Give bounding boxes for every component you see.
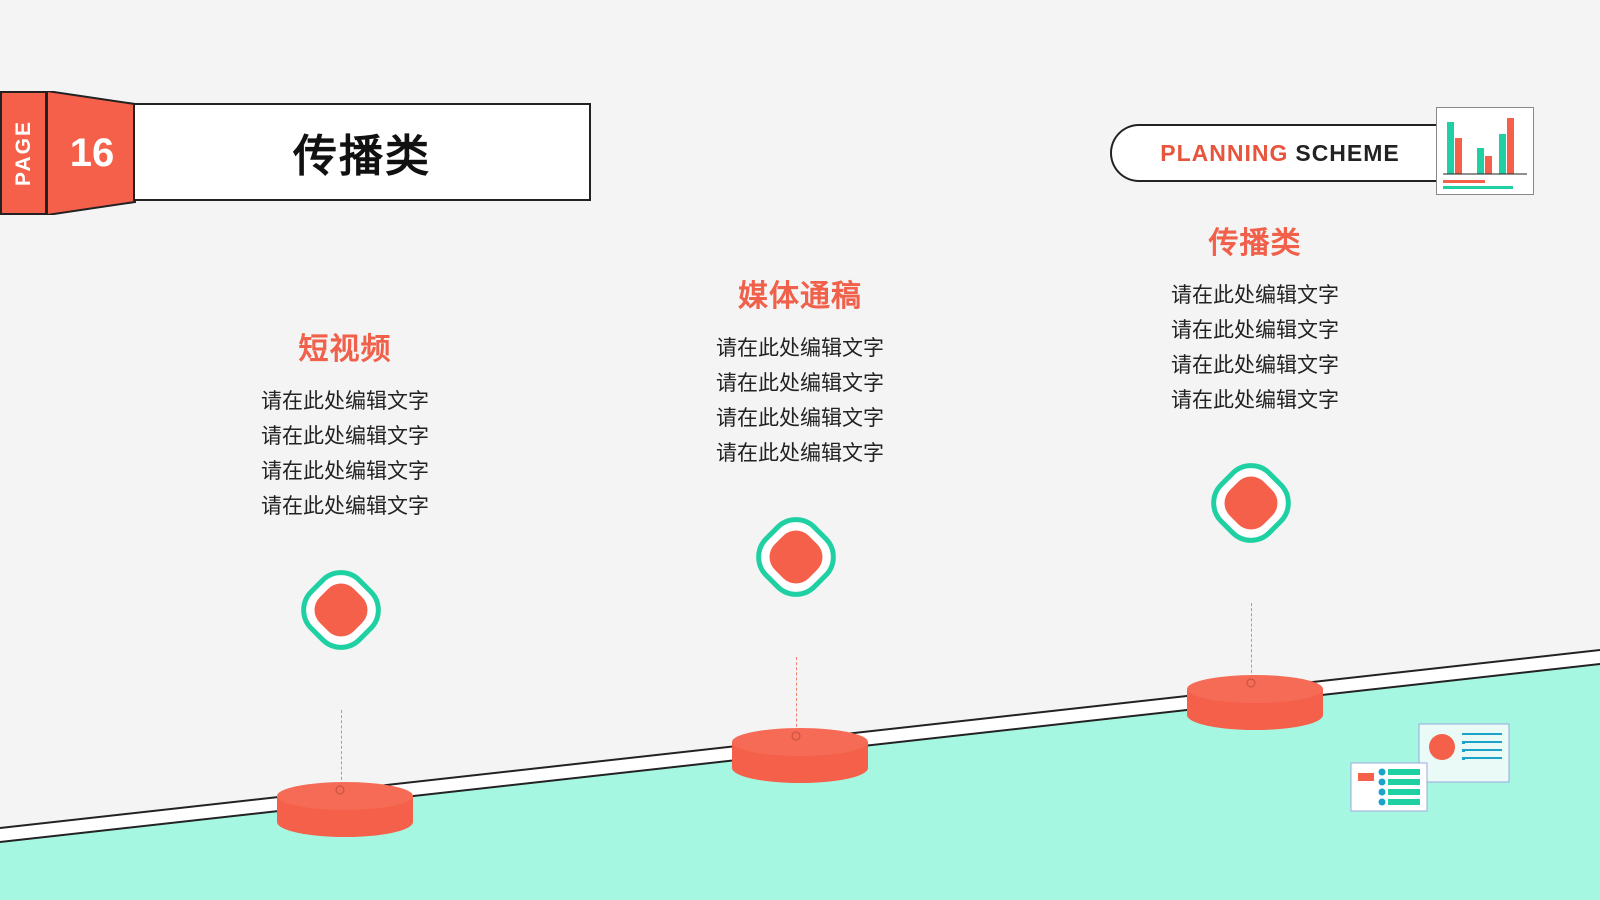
pedestal-disc	[277, 782, 413, 837]
page-number: 16	[69, 130, 115, 175]
planning-scheme-badge: PLANNING SCHEME	[1110, 124, 1440, 182]
column-text-line: 请在此处编辑文字	[261, 459, 429, 483]
page-number-block: 16	[47, 91, 137, 215]
column-title: 媒体通稿	[738, 279, 862, 314]
marker-ring-icon	[756, 517, 836, 597]
column-text-line: 请在此处编辑文字	[716, 406, 884, 430]
slide-card-icon	[1418, 723, 1510, 783]
column-communication: 传播类 请在此处编辑文字 请在此处编辑文字 请在此处编辑文字 请在此处编辑文字	[1125, 218, 1385, 418]
badge-word-planning: PLANNING	[1160, 139, 1289, 166]
pedestal-disc	[1187, 675, 1323, 730]
column-text-line: 请在此处编辑文字	[1171, 318, 1339, 342]
badge-word-scheme: SCHEME	[1295, 139, 1400, 166]
page-title-box: 传播类	[133, 103, 591, 201]
column-title: 传播类	[1208, 226, 1302, 261]
dashed-connector	[341, 710, 342, 790]
column-media-release: 媒体通稿 请在此处编辑文字 请在此处编辑文字 请在此处编辑文字 请在此处编辑文字	[670, 271, 930, 471]
column-text-line: 请在此处编辑文字	[716, 336, 884, 360]
column-text-line: 请在此处编辑文字	[1171, 353, 1339, 377]
column-short-video: 短视频 请在此处编辑文字 请在此处编辑文字 请在此处编辑文字 请在此处编辑文字	[215, 324, 475, 524]
column-title: 短视频	[298, 332, 392, 367]
list-card-icon	[1350, 762, 1428, 812]
column-text-line: 请在此处编辑文字	[261, 494, 429, 518]
pedestal-disc	[732, 728, 868, 783]
dashed-connector	[1251, 603, 1252, 683]
column-text-line: 请在此处编辑文字	[261, 424, 429, 448]
column-text-line: 请在此处编辑文字	[1171, 283, 1339, 307]
marker-ring-icon	[1211, 463, 1291, 543]
page-tab: PAGE	[0, 91, 47, 215]
page-title: 传播类	[293, 131, 431, 182]
column-text-line: 请在此处编辑文字	[716, 441, 884, 465]
bar-chart-icon	[1436, 107, 1534, 195]
column-text-line: 请在此处编辑文字	[716, 371, 884, 395]
page-label: PAGE	[11, 120, 35, 186]
column-text-line: 请在此处编辑文字	[261, 389, 429, 413]
column-text-line: 请在此处编辑文字	[1171, 388, 1339, 412]
marker-ring-icon	[301, 570, 381, 650]
dashed-connector	[796, 657, 797, 737]
